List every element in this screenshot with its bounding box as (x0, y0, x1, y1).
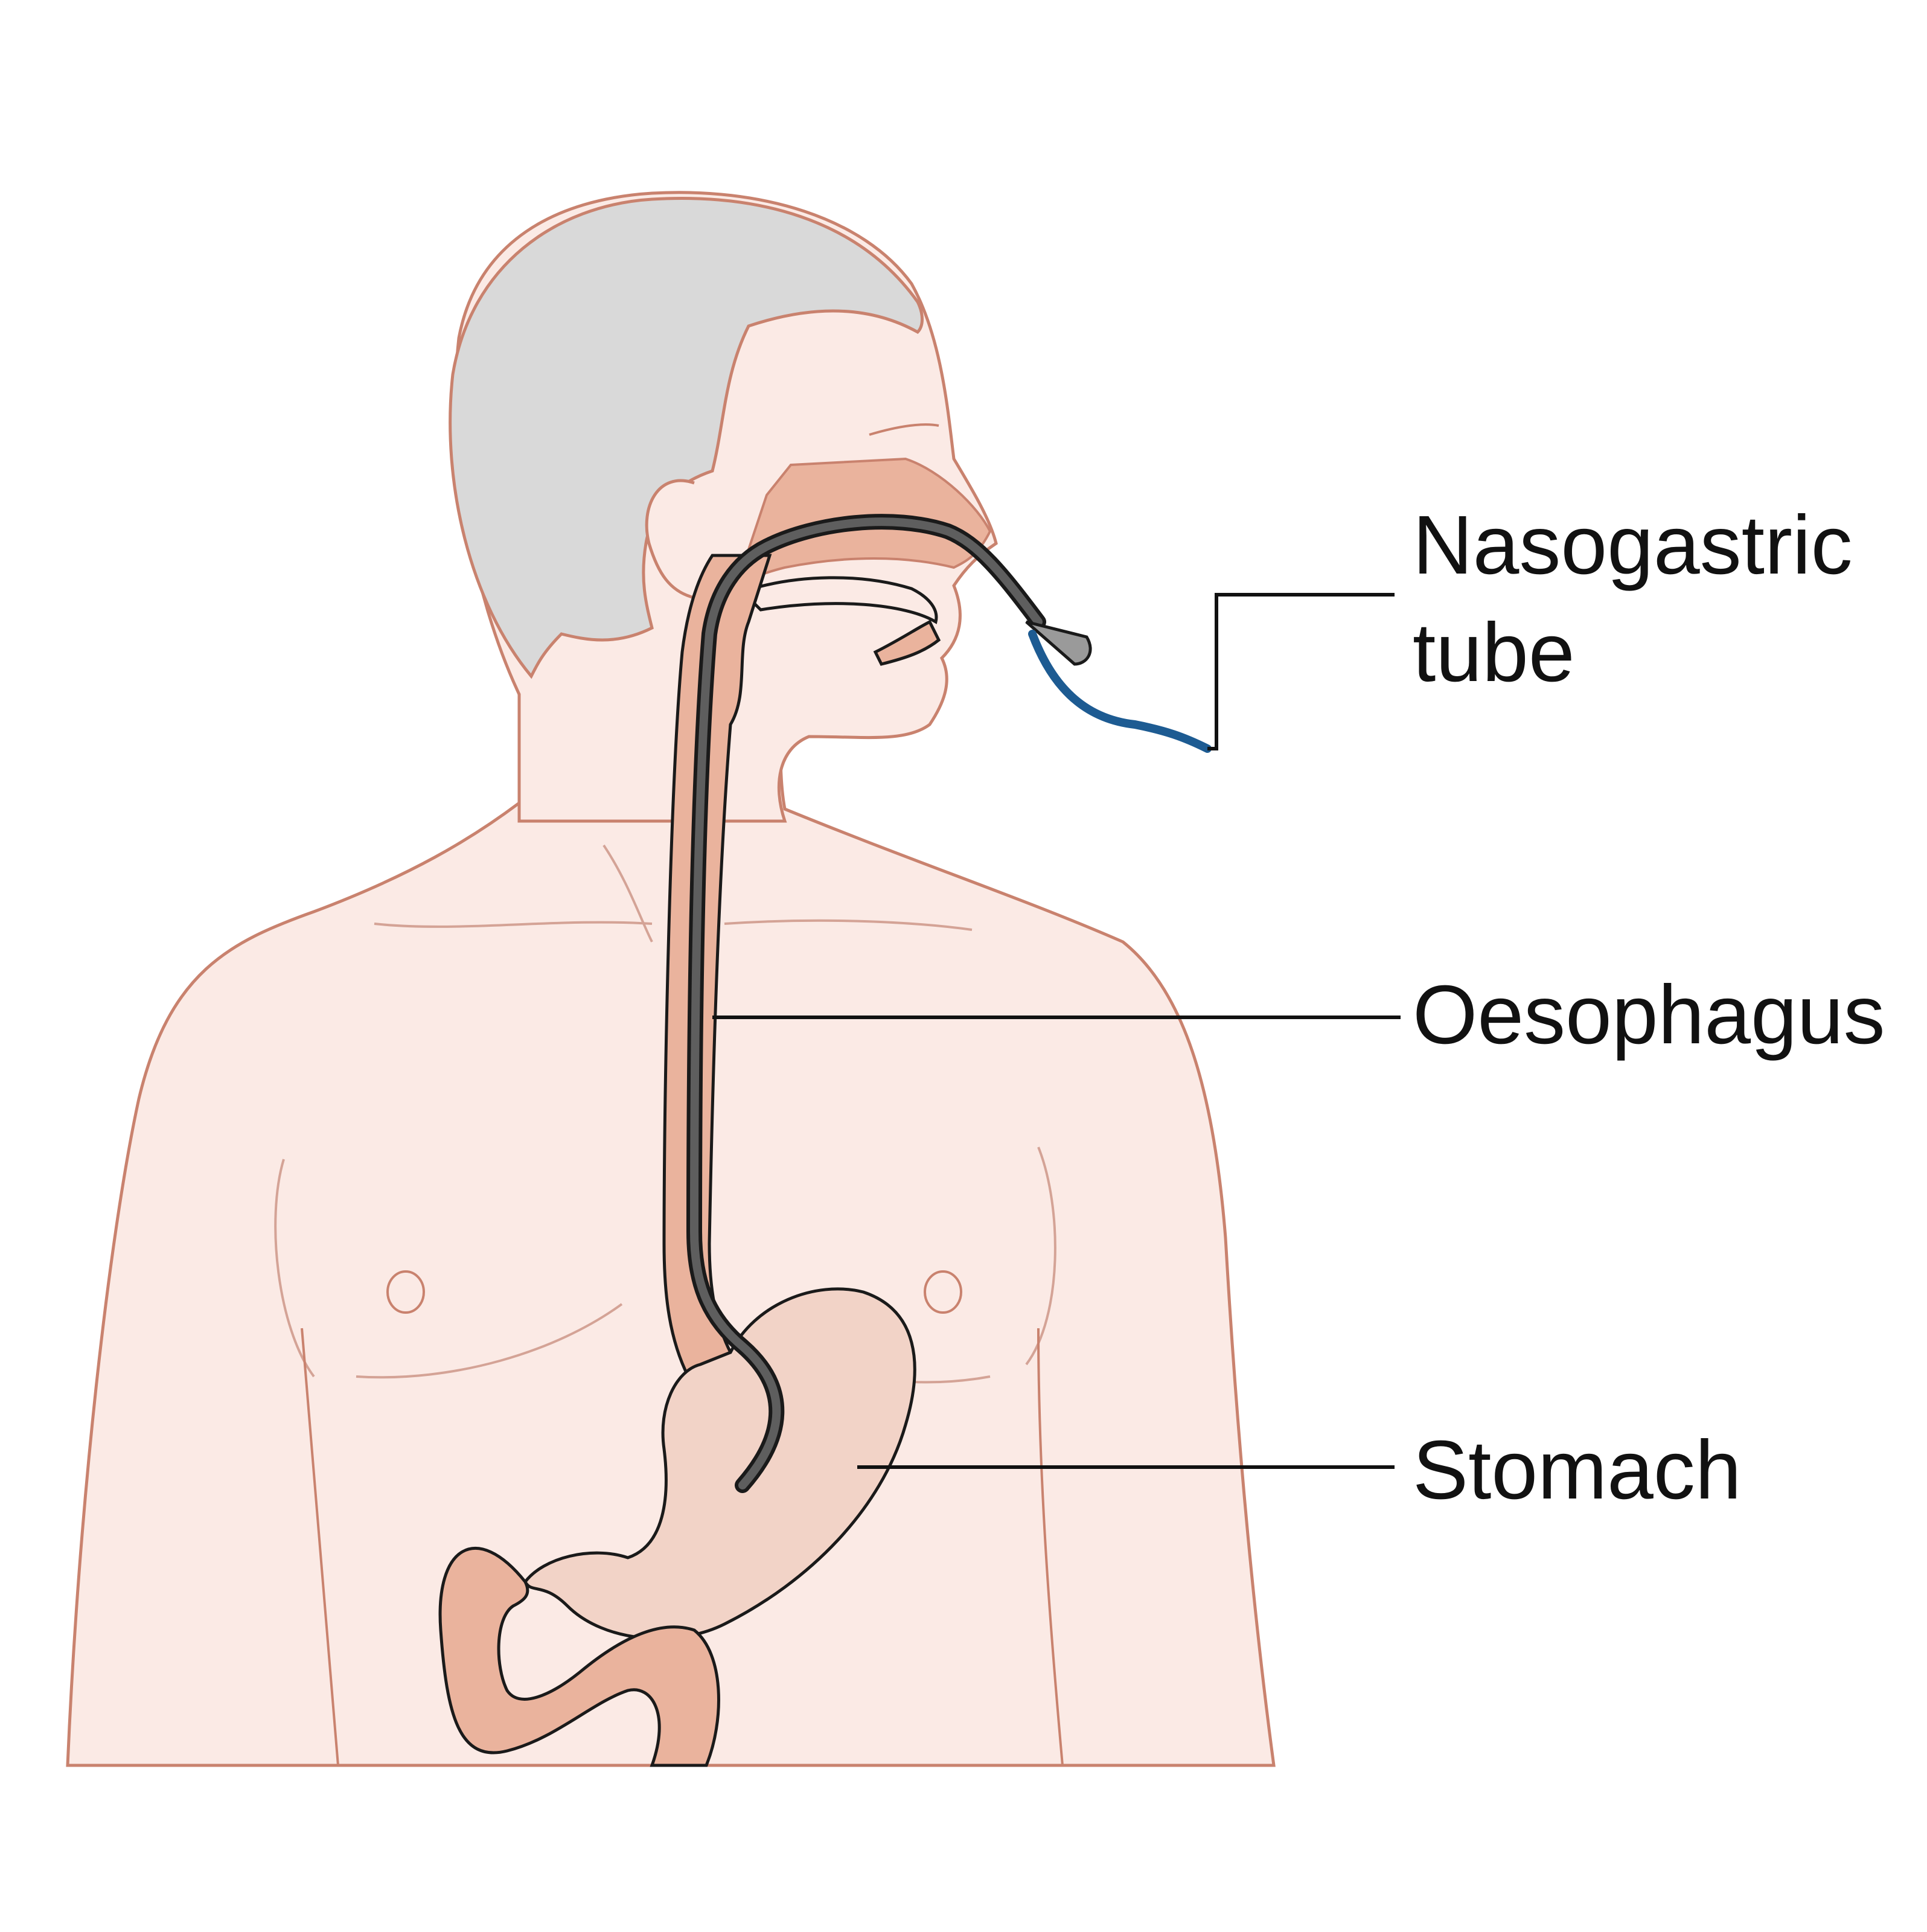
chest-line-left (356, 1303, 623, 1379)
label-oesophagus: Oesophagus (1413, 968, 1885, 1061)
labels: Nasogastric tube Oesophagus Stomach (1413, 499, 1885, 1517)
clavicle-left (374, 921, 653, 928)
label-stomach: Stomach (1413, 1424, 1742, 1517)
leader-lines (712, 593, 1401, 1469)
eyebrow (869, 423, 939, 436)
nipple-right (924, 1270, 962, 1314)
tube-connector (1025, 620, 1092, 666)
nipple-left (386, 1270, 425, 1314)
arm-line-left (301, 1328, 339, 1766)
pectoral-left (274, 1159, 315, 1378)
hair (449, 197, 924, 679)
nasogastric-tube (686, 514, 1212, 1493)
mouth (873, 619, 941, 666)
ear (645, 479, 695, 600)
palate (740, 576, 938, 624)
stomach-group (438, 1287, 916, 1767)
tube-core (689, 517, 1043, 1489)
duodenum (438, 1546, 720, 1767)
label-nasogastric-line1: Nasogastric (1413, 499, 1853, 592)
head (449, 191, 998, 823)
leader-nasogastric (1207, 593, 1395, 750)
neck-line (602, 844, 653, 942)
tube-tail (1028, 630, 1212, 753)
arm-line-right (1037, 1328, 1064, 1766)
clavicle-right (724, 919, 973, 931)
label-nasogastric-line2: tube (1413, 606, 1575, 699)
